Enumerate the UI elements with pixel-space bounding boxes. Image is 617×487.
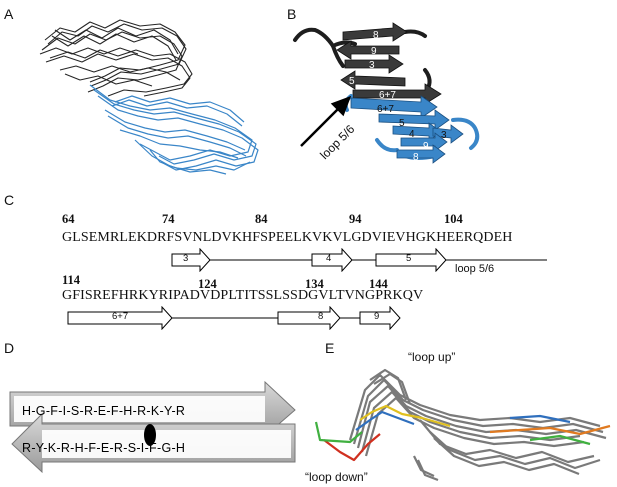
- residue-number-124: 124: [198, 277, 217, 291]
- colored-traces: [314, 404, 611, 462]
- label-strand-3-top: 3: [369, 60, 375, 71]
- grey-traces: [348, 368, 607, 482]
- residue-number-74: 74: [162, 212, 175, 226]
- bottom-strand-sequence: R-Y-K-R-H-F-E-R-S-I-F-G-H: [22, 441, 186, 455]
- label-strand-67-upper: 6+7: [379, 90, 396, 101]
- panel-e-loop-ensemble: [314, 368, 611, 482]
- label-strand-8-top: 8: [373, 30, 379, 41]
- sequence-line-1: GLSEMRLEKDRFSVNLDVKHFSPEELKVKVLGDVIEVHGK…: [62, 230, 513, 245]
- residue-number-134: 134: [305, 277, 324, 291]
- strand-8-blue: [396, 144, 446, 164]
- symmetry-axis-icon: [144, 424, 156, 446]
- loop-56-annotation: loop 5/6: [317, 122, 357, 162]
- strand-5-arrow: [375, 248, 447, 272]
- strand-label-8: 8: [318, 311, 324, 322]
- strand-8-dark: [342, 22, 408, 42]
- strand-67-arrow: [67, 306, 173, 330]
- label-strand-67-lower: 6+7: [377, 104, 394, 115]
- strand-5-blue: [378, 109, 450, 131]
- strand-label-9: 9: [374, 311, 380, 322]
- sequence-line-2: GFISREFHRKYRIPADVDPLTITSSLSSDGVLTVNGPRKQ…: [62, 288, 424, 303]
- residue-number-104: 104: [444, 212, 463, 226]
- strand-label-67: 6+7: [112, 311, 129, 322]
- top-strand-sequence: H-G-F-I-S-R-E-F-H-R-K-Y-R: [22, 404, 186, 418]
- secondary-structure-line-2: [67, 306, 401, 330]
- strand-9-arrow: [359, 306, 401, 330]
- loop-down-label: “loop down”: [305, 470, 368, 484]
- strand-5-dark: [340, 70, 406, 90]
- panel-b-cartoon: 8 9 3 5 6+7 6+7 5 4 3 9 8 loop 5/6: [293, 22, 480, 164]
- panel-d-sheet: [9, 380, 296, 474]
- strand-label-4: 4: [326, 253, 332, 264]
- strand-4-arrow: [311, 248, 353, 272]
- strand-3-dark: [344, 54, 404, 74]
- panel-label-d: D: [4, 340, 15, 356]
- residue-number-94: 94: [349, 212, 362, 226]
- secondary-structure-line-1: [171, 248, 547, 272]
- label-strand-9-top: 9: [371, 46, 377, 57]
- loop-arrow: [300, 95, 352, 147]
- label-strand-5-bottom: 5: [399, 118, 405, 129]
- strand-3-arrow: [171, 248, 211, 272]
- residue-number-84: 84: [255, 212, 268, 226]
- residue-number-64: 64: [62, 212, 75, 226]
- panel-label-e: E: [325, 340, 335, 356]
- panel-label-a: A: [4, 6, 14, 22]
- strand-67-blue: [350, 95, 438, 119]
- strand-8-arrow: [277, 306, 341, 330]
- dark-strands: [336, 22, 442, 105]
- strand-9-dark: [336, 40, 400, 60]
- label-strand-3-bottom: 3: [441, 130, 447, 141]
- panel-label-c: C: [4, 192, 15, 208]
- panel-label-b: B: [287, 6, 297, 22]
- strand-67-dark: [352, 83, 442, 105]
- label-strand-9-bottom: 9: [423, 141, 429, 152]
- label-strand-8-bottom: 8: [413, 152, 419, 163]
- residue-number-144: 144: [369, 277, 388, 291]
- label-strand-5-top: 5: [349, 76, 355, 87]
- strand-labels: 8 9 3 5 6+7 6+7 5 4 3 9 8: [349, 30, 447, 163]
- strand-label-5: 5: [406, 253, 412, 264]
- ensemble-blue-domain: [89, 84, 259, 175]
- ensemble-dark-domain: [39, 19, 193, 97]
- label-strand-4-bottom: 4: [409, 129, 415, 140]
- panel-a-ensemble: [39, 19, 259, 175]
- blue-strands: [350, 95, 464, 164]
- loop-56-label: loop 5/6: [455, 263, 495, 275]
- loop-up-label: “loop up”: [408, 350, 456, 364]
- strand-label-3: 3: [183, 253, 189, 264]
- residue-number-114: 114: [62, 273, 81, 287]
